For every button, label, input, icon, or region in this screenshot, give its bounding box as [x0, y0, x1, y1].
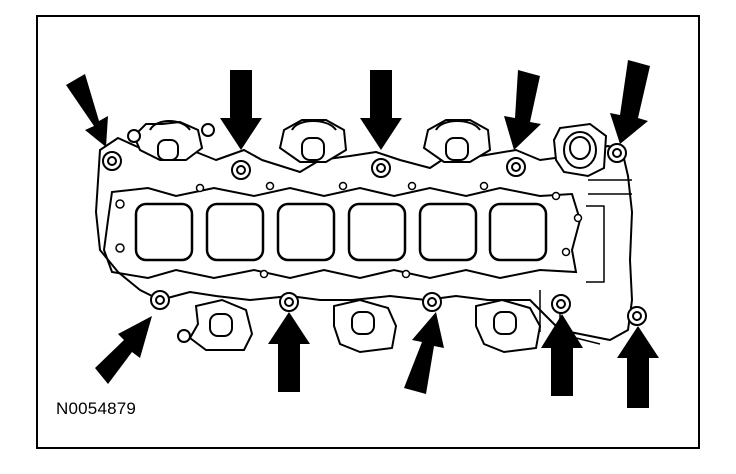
bolt-bottom-3 — [422, 292, 442, 312]
bolt-top-1 — [102, 151, 122, 171]
arrow-top-4 — [504, 70, 541, 150]
manifold-bolts — [102, 143, 647, 326]
arrow-bottom-5 — [617, 326, 659, 408]
bolt-top-2 — [231, 160, 251, 180]
injector-tower-bottom-2 — [333, 298, 398, 354]
runner-port — [347, 202, 407, 262]
top-injector-towers — [127, 119, 492, 163]
gasket-inner-outline — [102, 186, 582, 280]
injector-tower-bottom-3 — [475, 298, 542, 354]
bolt-bottom-1 — [150, 290, 170, 310]
bolt-bottom-5 — [627, 306, 647, 326]
runner-port — [276, 202, 336, 262]
locating-holes — [115, 181, 583, 279]
arrow-bottom-2 — [268, 312, 310, 392]
figure-id-label: N0054879 — [56, 399, 137, 418]
runner-port — [134, 202, 194, 262]
bolt-top-5 — [607, 143, 627, 163]
arrow-bottom-1 — [95, 316, 152, 384]
bottom-injector-towers — [177, 298, 542, 354]
runner-port — [488, 202, 548, 262]
arrow-bottom-3 — [404, 312, 444, 394]
bolt-bottom-4 — [551, 294, 571, 314]
bolt-top-4 — [506, 157, 526, 177]
bolt-bottom-2 — [279, 292, 299, 312]
arrow-top-5 — [610, 60, 650, 144]
injector-tower-top-1 — [132, 120, 204, 161]
runner-ports — [134, 202, 548, 262]
injector-tower-top-2 — [278, 119, 348, 163]
upper-right-boss — [552, 122, 608, 178]
arrow-top-3 — [360, 70, 402, 150]
runner-port — [205, 202, 265, 262]
callout-arrows — [66, 60, 659, 408]
injector-tower-top-3 — [422, 119, 492, 163]
arrow-top-2 — [220, 70, 262, 150]
bolt-top-3 — [371, 158, 391, 178]
arrow-bottom-4 — [541, 314, 583, 396]
arrow-top-1 — [66, 74, 108, 147]
injector-tower-bottom-1 — [177, 298, 254, 351]
runner-port — [418, 202, 478, 262]
figure-frame — [36, 15, 700, 449]
